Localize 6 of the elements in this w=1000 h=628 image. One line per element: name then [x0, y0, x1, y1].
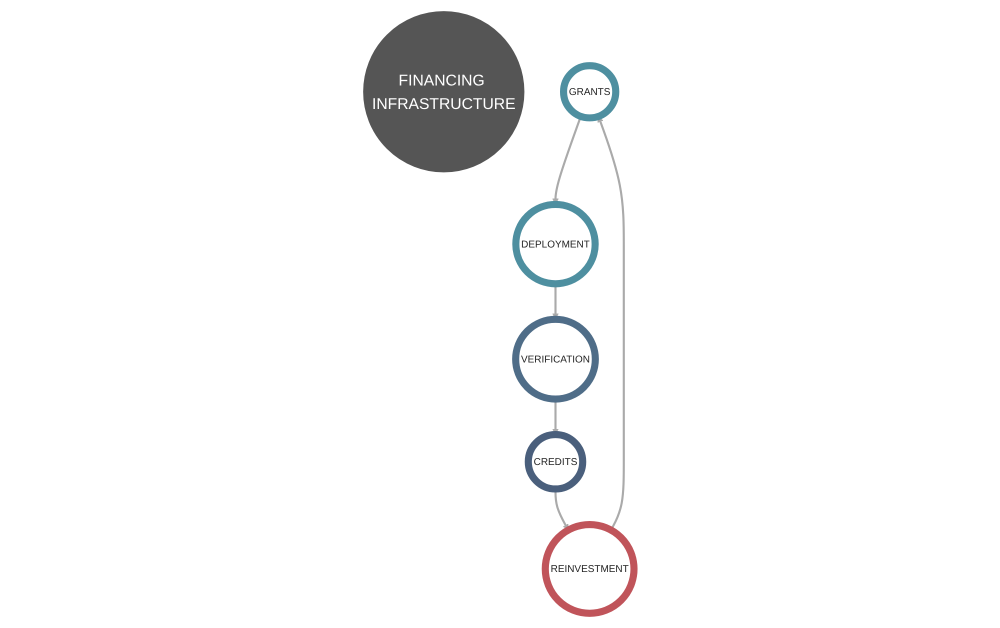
node-circle: VERIFICATION	[512, 316, 599, 403]
node-circle: FINANCING INFRASTRUCTURE	[362, 11, 524, 172]
node-circle: GRANTS	[560, 62, 619, 122]
node-circle: REINVESTMENT	[541, 521, 638, 617]
node-circle: DEPLOYMENT	[512, 200, 598, 288]
node-circle: CREDITS	[524, 431, 586, 493]
